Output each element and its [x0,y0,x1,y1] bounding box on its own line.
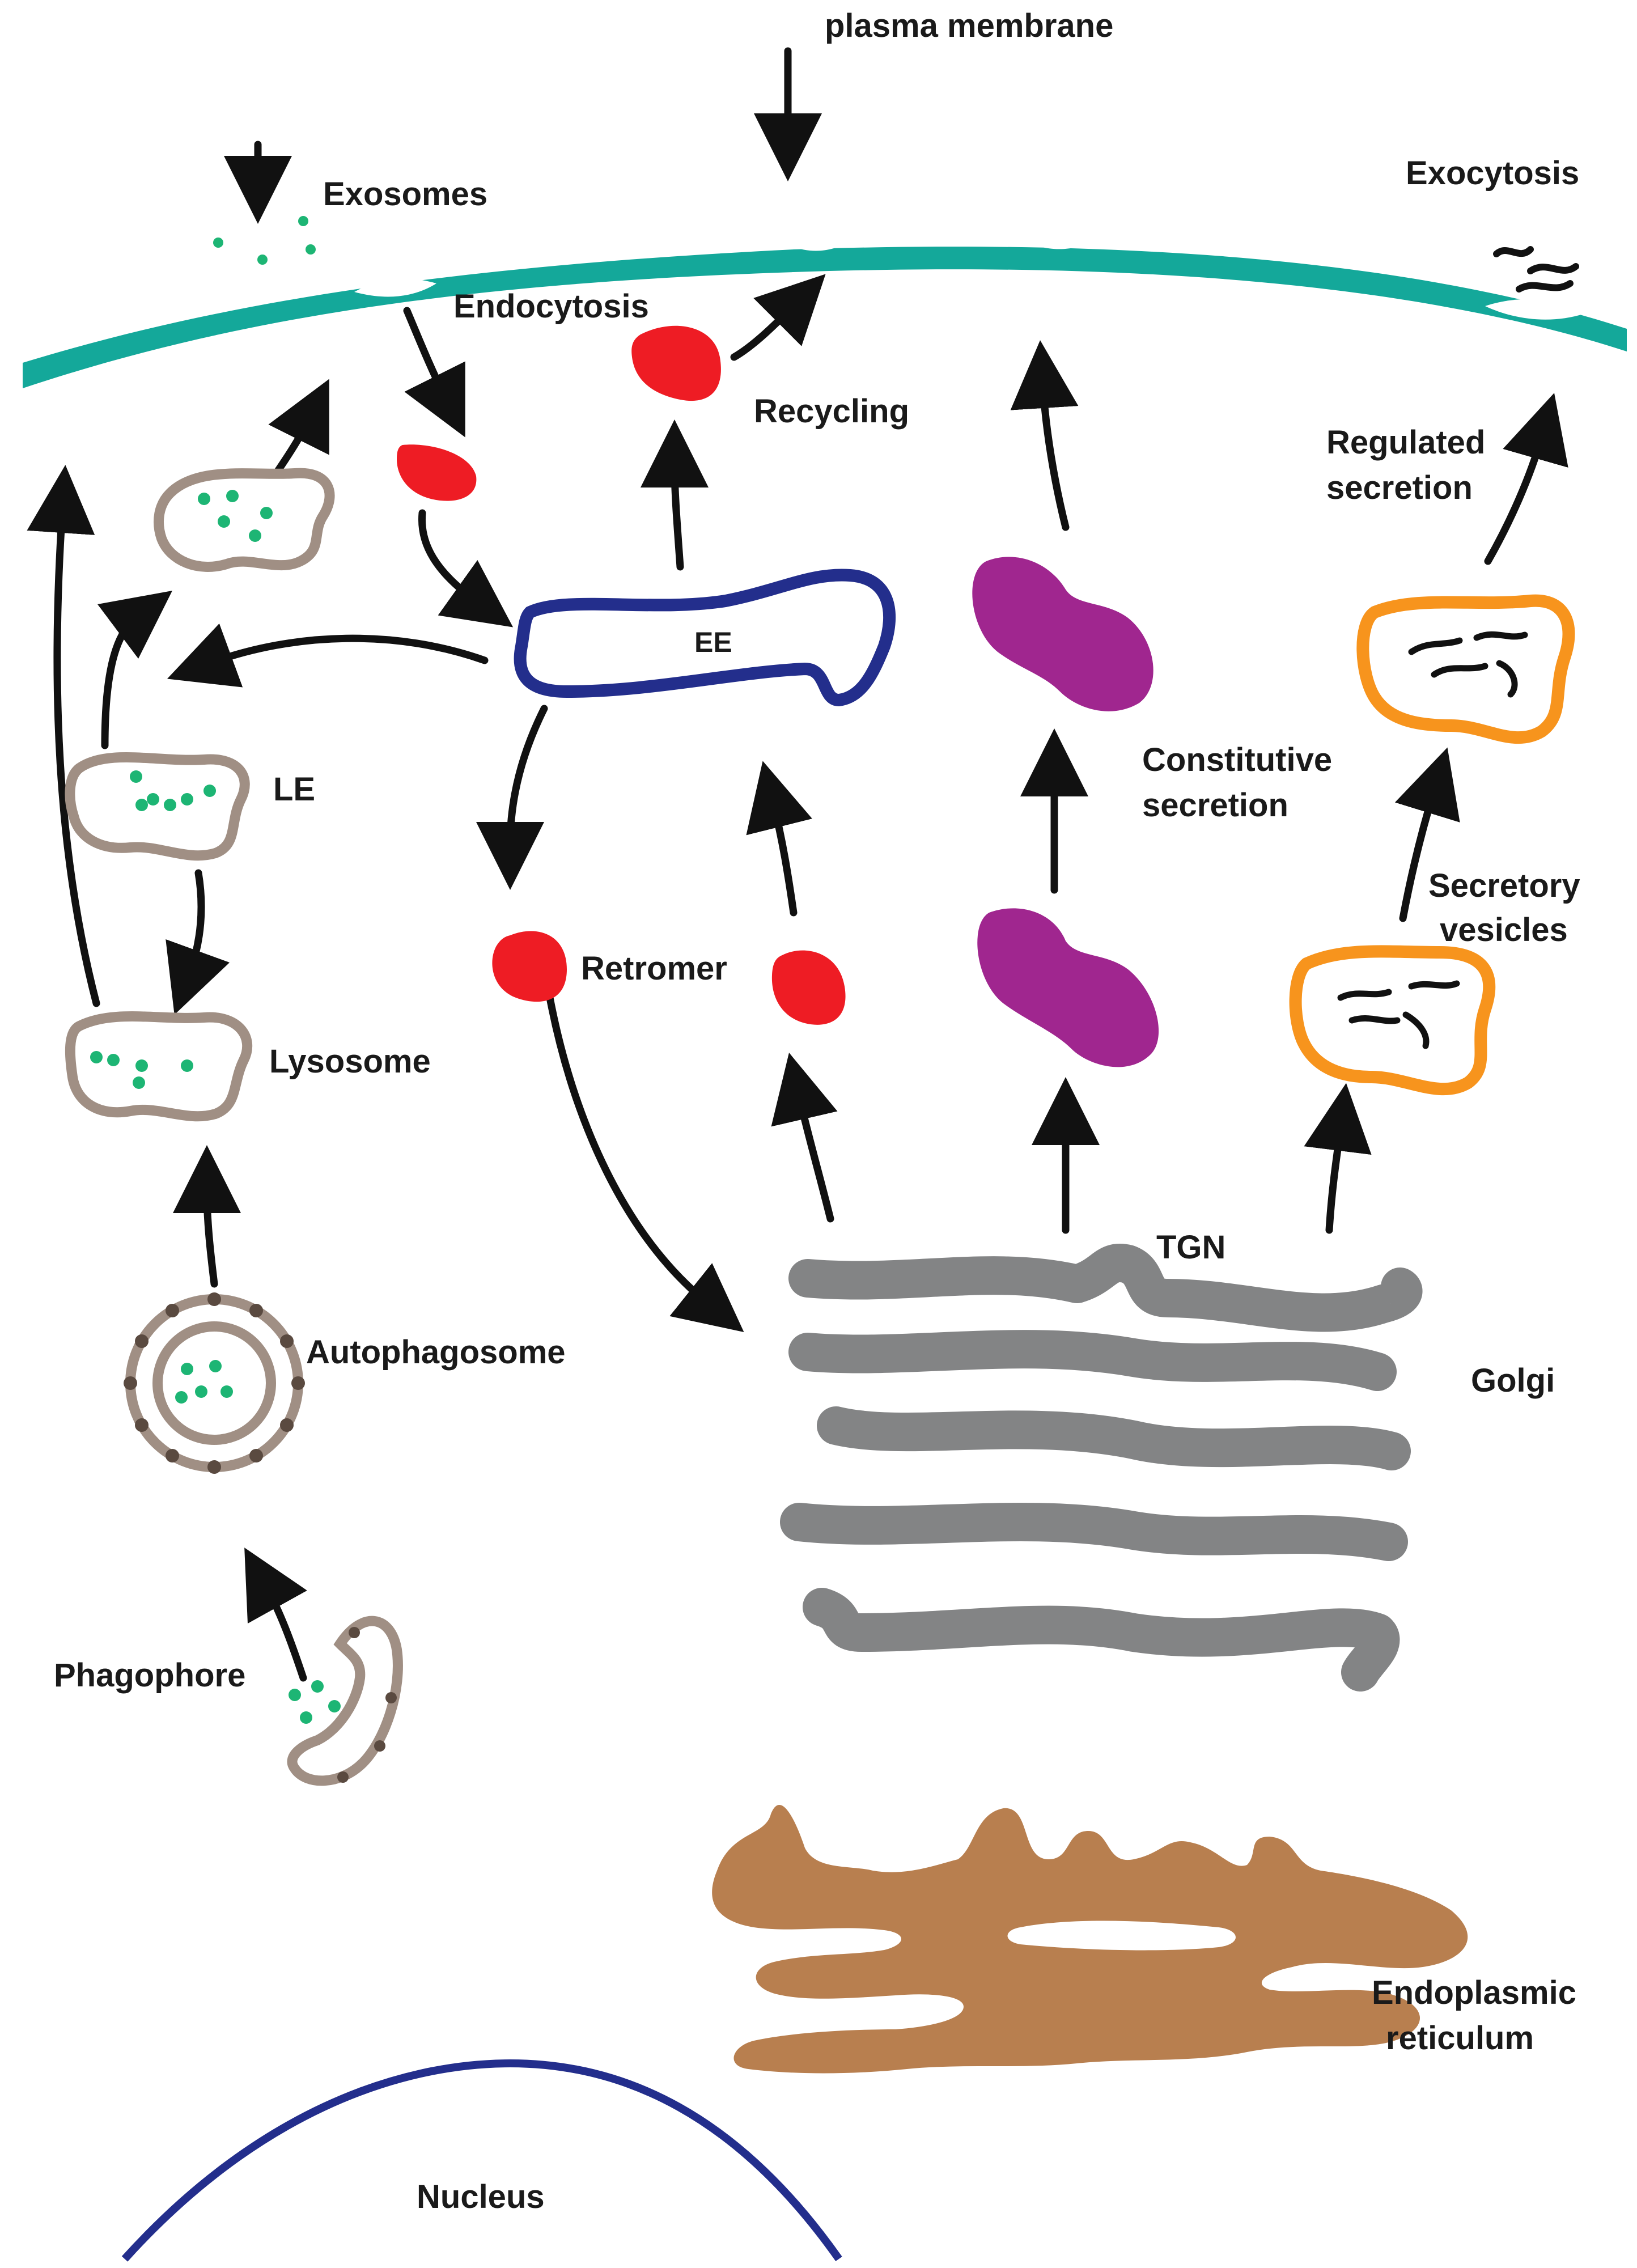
arrow-secretory-up [1394,747,1460,922]
golgi-cisterna-1 [788,1244,1422,1332]
arrow-tgn-to-secretory [1304,1083,1372,1234]
label-regulated-secretion-2: secretion [1326,469,1473,506]
exocytosis-cargo [1493,246,1579,292]
label-er-2: reticulum [1386,2020,1534,2057]
arrow-endocytosis [403,307,465,438]
label-autophagosome: Autophagosome [306,1334,566,1371]
golgi-cisterna-5 [803,1588,1400,1692]
label-regulated-secretion-1: Regulated [1326,424,1485,461]
early-endosome [514,569,896,707]
recycling-vesicle [631,325,721,401]
golgi-cisterna-2 [788,1330,1397,1391]
label-ee: EE [694,626,732,658]
phagophore-membrane-dots [337,1627,397,1783]
arrow-ee-to-recycling [641,419,709,571]
label-secretory-vesicles-1: Secretory [1428,867,1580,904]
nucleus-envelope [121,2059,842,2262]
arrow-recycling [730,274,826,361]
arrow-tgn-to-red [771,1053,838,1223]
purple-vesicle-lower [977,908,1159,1067]
label-constitutive-secretion-1: Constitutive [1142,741,1332,778]
endolysosomal-compartments [65,468,403,1786]
label-golgi: Golgi [1471,1362,1555,1399]
arrow-autophagosome-to-lysosome [173,1145,241,1288]
label-exosomes: Exosomes [323,176,487,213]
labels: plasma membrane Exosomes Exocytosis Endo… [54,7,1580,2215]
purple-vesicle-upper [972,557,1153,711]
membrane-pits [354,231,1593,320]
label-lysosome: Lysosome [269,1043,431,1080]
arrow-red-to-ee [418,509,514,628]
label-exocytosis: Exocytosis [1406,155,1579,192]
golgi-cisterna-4 [780,1503,1408,1561]
label-tgn: TGN [1156,1229,1225,1266]
phagophore-shape [287,1616,403,1786]
arrow-ee-to-le [167,623,489,688]
arrow-le-up [97,590,172,749]
golgi-cisterna-3 [817,1406,1411,1470]
red-vesicles [397,325,846,1025]
cargo-dots [90,490,341,1724]
golgi-stack [780,1244,1422,1692]
arrow-lysosome-to-pm [27,465,100,1007]
label-retromer: Retromer [581,950,727,987]
purple-vesicles [972,557,1159,1067]
arrow-red-up-to-ee [746,761,812,917]
label-endocytosis: Endocytosis [453,288,649,325]
retromer-vesicle [492,931,567,1002]
arrow-constitutive-to-pm [1010,340,1079,531]
label-constitutive-secretion-2: secretion [1142,787,1288,824]
label-recycling: Recycling [754,393,909,430]
label-er-1: Endoplasmic [1372,1974,1576,2011]
label-secretory-vesicles-2: vesicles [1440,912,1568,948]
arrow-le-to-lysosome [166,869,230,1015]
plasma-membrane [23,247,1627,388]
endocytic-vesicle [397,444,477,501]
arrow-ee-to-retromer [476,705,548,890]
autophagosome-inner [152,1321,276,1445]
arrow-phagophore-to-autophagosome [244,1548,307,1682]
arrow-retromer-to-golgi [546,994,744,1333]
label-nucleus: Nucleus [417,2178,545,2215]
arrow-regulated-to-pm [1484,393,1568,565]
tgn-red-vesicle [771,950,846,1025]
late-endosome [65,752,250,861]
secretory-vesicles-shapes [1289,594,1575,1096]
lysosome-shape [65,1011,253,1122]
autophagosome-membrane-dots [124,1292,305,1474]
label-plasma-membrane: plasma membrane [825,7,1113,44]
exosome-mvb [154,468,335,572]
er-lumen-gap [1007,1921,1236,1951]
label-phagophore: Phagophore [54,1657,245,1694]
exosome-dots [213,216,316,265]
label-le: LE [273,771,315,808]
